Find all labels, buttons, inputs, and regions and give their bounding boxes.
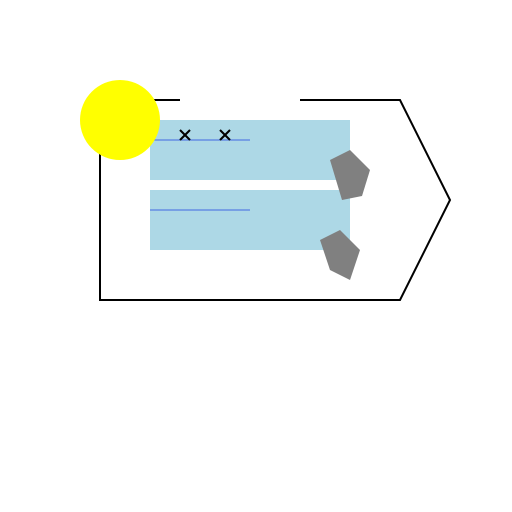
lower-panel <box>150 190 350 250</box>
rock-icon <box>320 230 360 280</box>
cross-mark-icon <box>179 129 191 141</box>
rock-icon <box>330 150 370 200</box>
upper-panel <box>150 120 350 180</box>
sun-icon <box>80 80 160 160</box>
cross-mark-icon <box>219 129 231 141</box>
